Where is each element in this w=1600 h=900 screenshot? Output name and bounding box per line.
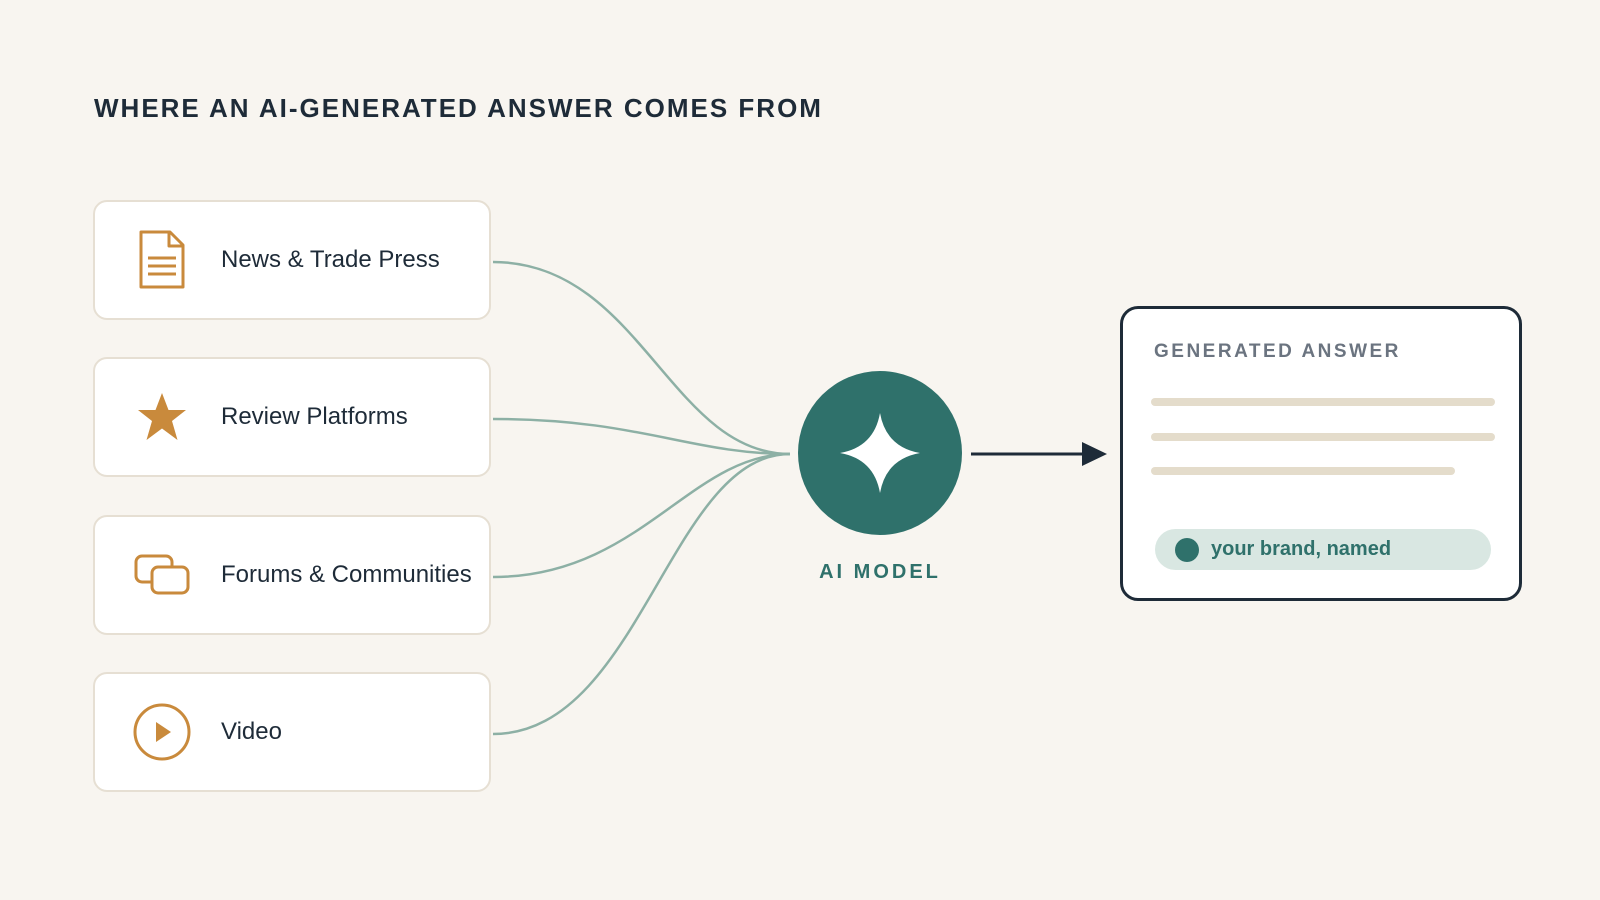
brand-mention-pill: your brand, named (1155, 529, 1491, 570)
source-card-video: Video (93, 672, 491, 792)
connector-reviews (492, 417, 791, 456)
source-card-forums: Forums & Communities (93, 515, 491, 635)
answer-text-line (1151, 467, 1455, 475)
output-arrow-head (1082, 442, 1107, 466)
document-icon (131, 229, 193, 291)
generated-answer-card: GENERATED ANSWER your brand, named (1120, 306, 1522, 601)
connector-news (492, 260, 791, 456)
play-circle-icon (131, 701, 193, 763)
diagram-title: WHERE AN AI-GENERATED ANSWER COMES FROM (94, 93, 823, 123)
source-label-news: News & Trade Press (221, 246, 440, 273)
answer-title: GENERATED ANSWER (1154, 341, 1401, 362)
source-label-forums: Forums & Communities (221, 561, 472, 588)
sparkle-icon (840, 413, 920, 493)
source-label-video: Video (221, 718, 282, 745)
brand-dot-icon (1175, 538, 1199, 562)
source-label-reviews: Review Platforms (221, 403, 408, 430)
chat-bubbles-icon (131, 544, 193, 606)
star-icon (131, 386, 193, 448)
source-card-news: News & Trade Press (93, 200, 491, 320)
connector-video (492, 452, 791, 736)
brand-mention-label: your brand, named (1211, 538, 1392, 560)
ai-model-label: AI MODEL (819, 561, 941, 583)
answer-text-line (1151, 398, 1495, 406)
source-card-reviews: Review Platforms (93, 357, 491, 477)
ai-model-node (798, 371, 962, 535)
answer-text-line (1151, 433, 1495, 441)
connector-forums (492, 452, 791, 579)
